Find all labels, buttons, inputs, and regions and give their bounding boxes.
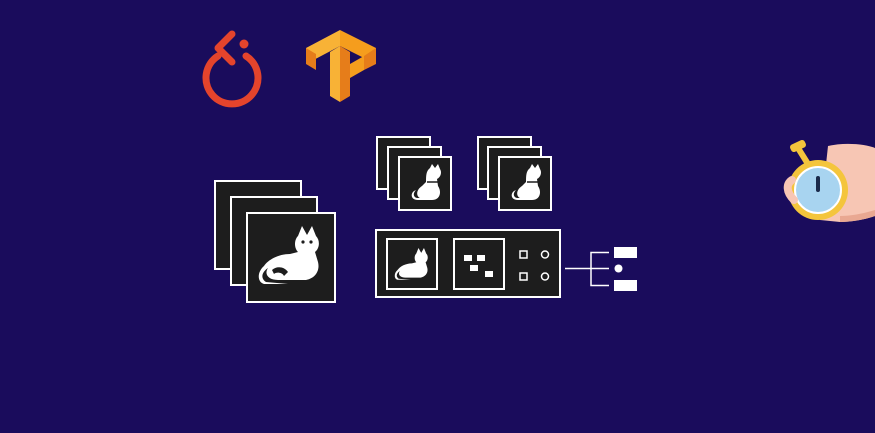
node-grid-icon (519, 250, 550, 281)
small-card-a-front (398, 156, 452, 211)
pytorch-logo-icon (196, 30, 268, 108)
image-card-front (246, 212, 336, 303)
pipeline-input-image (386, 238, 438, 290)
cat-icon (411, 164, 441, 200)
cat-icon (258, 226, 319, 284)
output-branch-icon (565, 244, 641, 294)
cat-icon (394, 248, 428, 280)
cat-icon (511, 164, 541, 200)
model-pipeline (375, 229, 561, 298)
feature-grid-icon (464, 255, 493, 277)
pipeline-feature-map (453, 238, 505, 290)
small-card-b-front (498, 156, 552, 211)
stopwatch-in-hand-icon (780, 140, 875, 232)
tensorflow-logo-icon (304, 28, 378, 104)
